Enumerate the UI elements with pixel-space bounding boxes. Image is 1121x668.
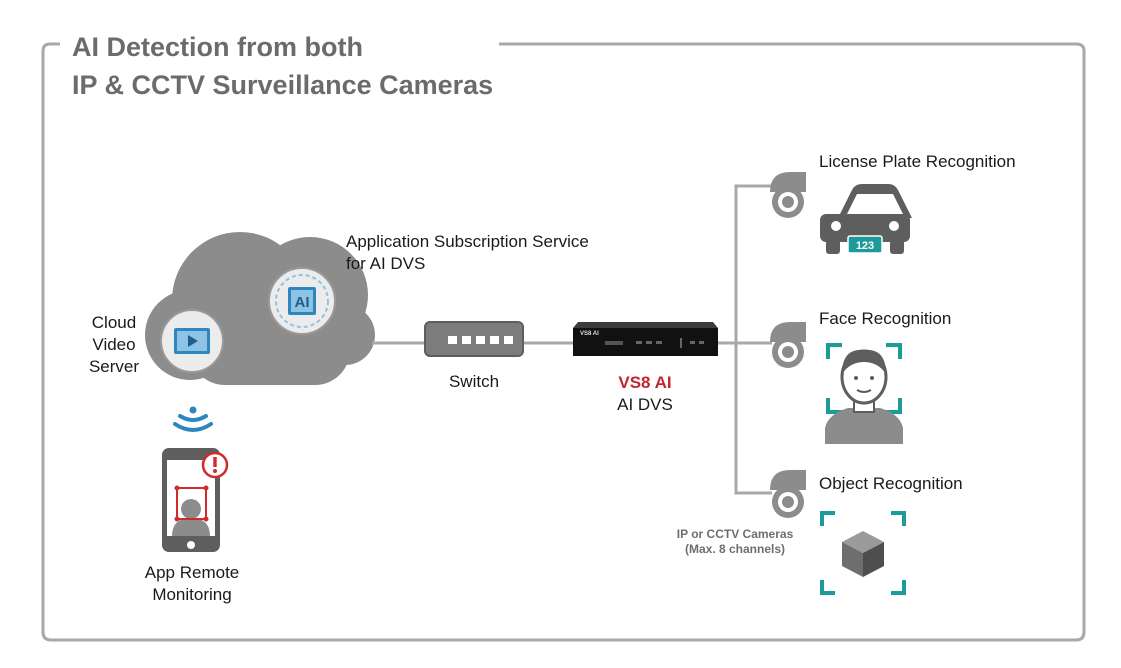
cube-icon: [820, 511, 906, 595]
app-label-line-1: App Remote: [144, 563, 240, 582]
app-monitoring-label: App Remote Monitoring: [130, 562, 254, 606]
cloud-label-line-1: Cloud: [91, 313, 137, 332]
subscription-label: Application Subscription Service for AI …: [346, 231, 589, 275]
cloud-server-label: Cloud Video Server: [82, 312, 146, 378]
camera-icon-2: [770, 322, 806, 368]
license-plate-recognition-label: License Plate Recognition: [819, 152, 1016, 171]
cameras-note-line-1: IP or CCTV Cameras: [676, 527, 794, 541]
page-title: AI Detection from both IP & CCTV Surveil…: [72, 28, 500, 104]
face-recognition-label: Face Recognition: [819, 309, 952, 328]
outer-frame: [41, 42, 1086, 642]
dvs-device-icon: [573, 322, 718, 356]
ai-chip-label: AI: [295, 294, 310, 311]
object-recognition-label: Object Recognition: [819, 474, 963, 493]
face-icon: [825, 343, 903, 444]
cameras-note: IP or CCTV Cameras (Max. 8 channels): [660, 527, 810, 557]
subscription-line-1: Application Subscription Service: [346, 232, 589, 251]
connector-lines: [372, 184, 772, 495]
dvs-panel-brand: VS8 AI: [580, 331, 599, 337]
app-label-line-2: Monitoring: [152, 585, 232, 604]
dvs-label: VS8 AI AI DVS: [590, 372, 700, 416]
video-server-icon: [160, 309, 224, 373]
switch-icon: [424, 321, 524, 357]
title-line-2: IP & CCTV Surveillance Cameras: [72, 70, 494, 100]
cloud-label-line-3: Server: [88, 357, 140, 376]
subscription-line-2: for AI DVS: [346, 254, 426, 273]
alert-icon: [201, 451, 229, 479]
cloud-label-line-2: Video: [92, 335, 136, 354]
license-plate-text: 123: [856, 240, 874, 252]
title-line-1: AI Detection from both: [72, 32, 363, 62]
dvs-model-label: VS8 AI: [618, 373, 672, 392]
switch-label: Switch: [448, 372, 500, 391]
camera-icon-3: [770, 470, 806, 518]
wifi-icon: [173, 406, 213, 432]
car-icon: [820, 184, 912, 254]
ai-chip-icon: [268, 267, 336, 335]
cameras-note-line-2: (Max. 8 channels): [684, 542, 786, 556]
camera-icon-1: [770, 172, 806, 218]
dvs-type-label: AI DVS: [617, 395, 673, 414]
